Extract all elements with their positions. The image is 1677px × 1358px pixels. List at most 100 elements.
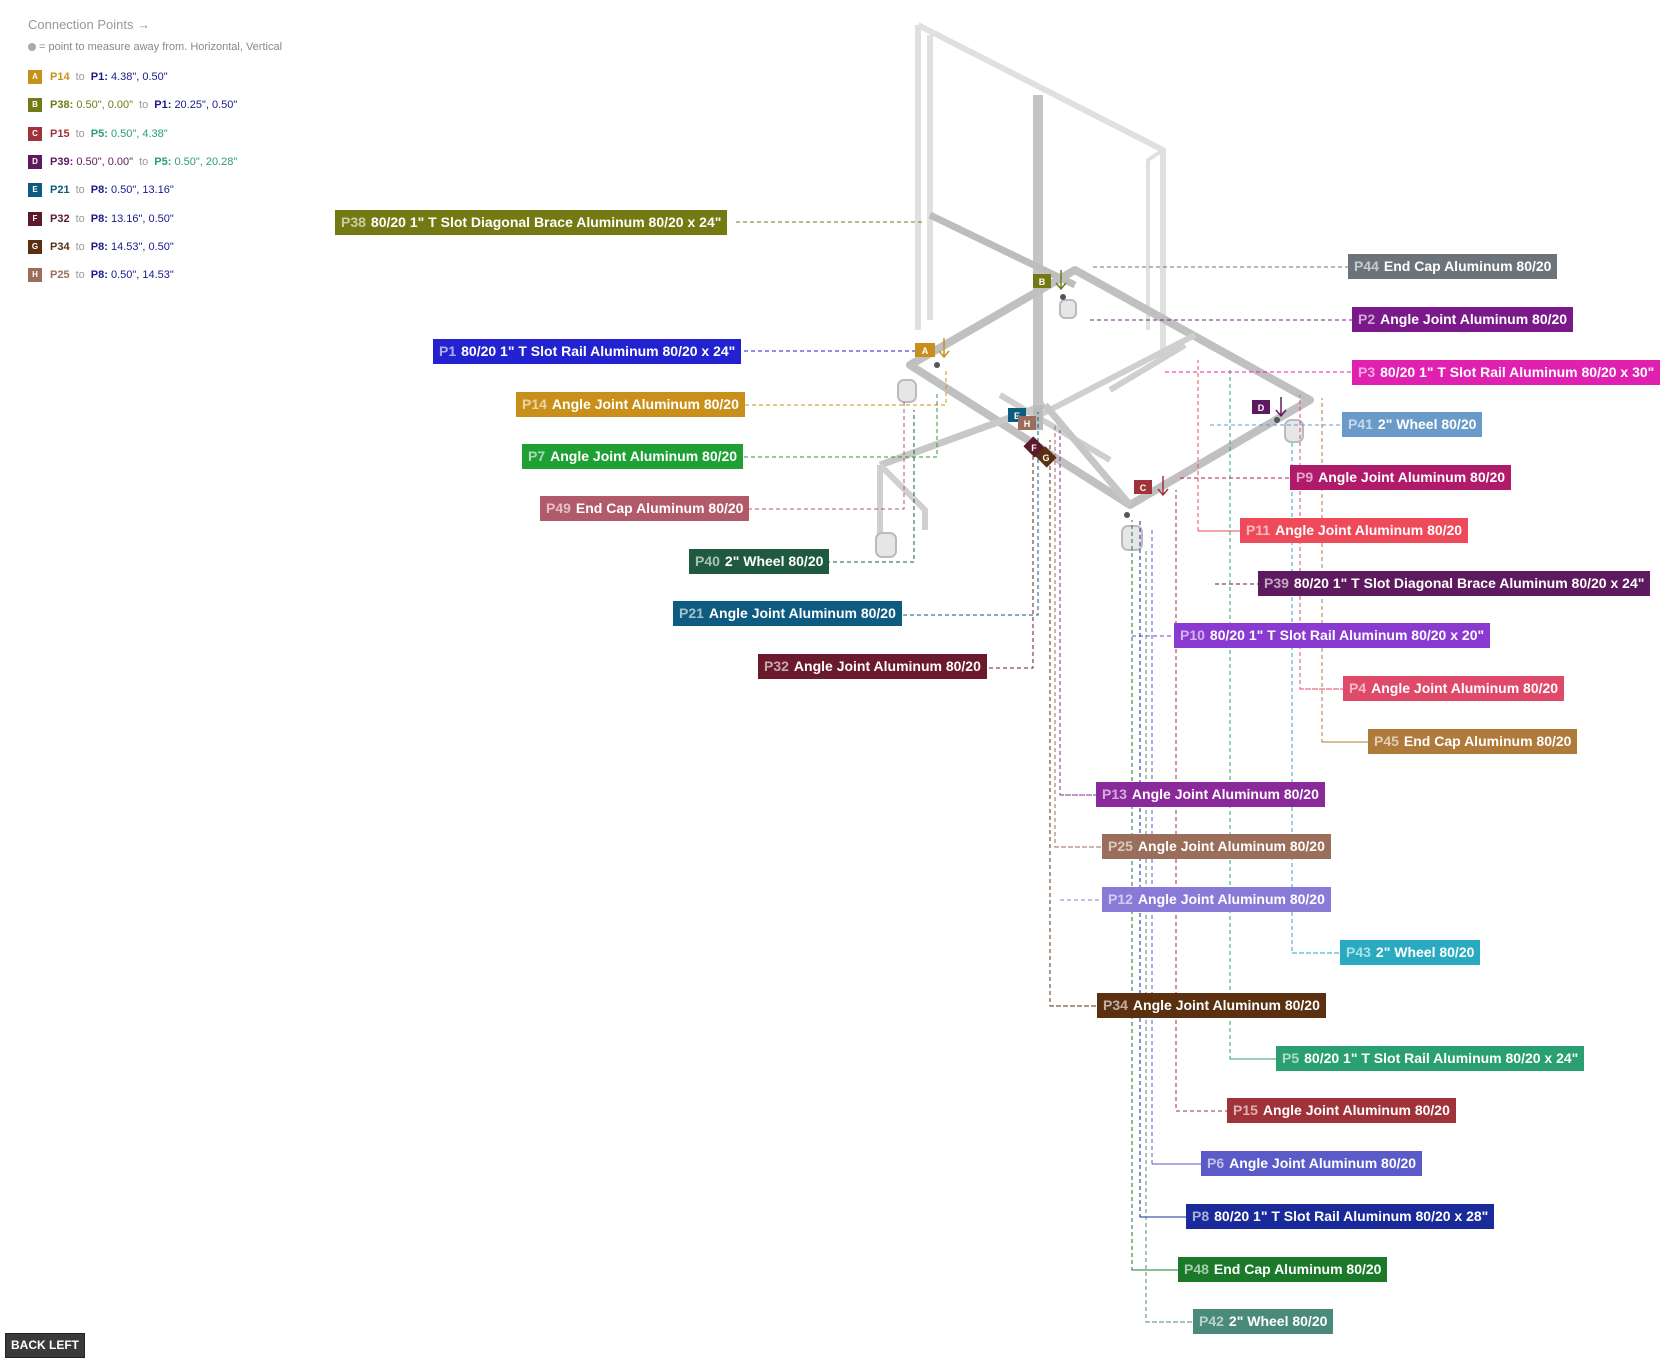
part-id: P6 [1207,1155,1225,1171]
leader-p7 [744,392,938,458]
part-id: P8 [1192,1208,1210,1224]
leader-p21 [903,412,1039,616]
connection-to: P1: [154,99,172,112]
marker-c-letter: C [1140,483,1147,493]
part-name: Angle Joint Aluminum 80/20 [1131,786,1319,802]
part-id: P45 [1374,733,1399,749]
marker-e-letter: E [1014,411,1020,421]
part-id: P38 [341,214,366,230]
part-name: 80/20 1" T Slot Rail Aluminum 80/20 x 24… [461,343,736,359]
diagonal-brace-p38 [928,211,1077,289]
leader-p45 [1321,398,1368,743]
part-id: P14 [522,396,547,412]
part-name: Angle Joint Aluminum 80/20 [1137,838,1325,854]
point-dot-icon [28,43,36,51]
part-name: End Cap Aluminum 80/20 [1383,258,1552,274]
connection-to-value: 13.16", 0.50" [110,212,174,225]
connection-to-word: to [75,212,85,225]
part-name: End Cap Aluminum 80/20 [1403,733,1572,749]
connection-from: P15 [50,127,70,140]
connection-to: P8: [90,240,108,253]
leader-p40 [826,410,915,563]
connection-to-word: to [75,184,85,197]
part-name: Angle Joint Aluminum 80/20 [793,658,981,674]
connection-to-word: to [139,99,149,112]
connection-to-word: to [75,71,85,83]
part-name: Angle Joint Aluminum 80/20 [1262,1102,1450,1118]
leader-p25 [1054,425,1102,848]
connection-to-value: 0.50", 20.28" [174,155,238,168]
marker-b: B [1033,270,1067,300]
leader-lines [736,221,1368,1323]
part-id: P43 [1346,944,1371,960]
part-name: 80/20 1" T Slot Rail Aluminum 80/20 x 20… [1209,627,1485,643]
part-id: P15 [1233,1102,1258,1118]
part-name: Angle Joint Aluminum 80/20 [1229,1155,1417,1171]
part-name: Angle Joint Aluminum 80/20 [1275,522,1463,538]
leader-p5 [1229,370,1276,1060]
cart-frame-illustration [875,22,1314,558]
leader-p42 [1145,550,1193,1323]
part-id: P21 [679,605,704,621]
connection-to-value: 0.50", 4.38" [110,127,168,140]
connection-from: P38: [50,99,74,112]
upright-inner-rail [1146,148,1165,330]
part-name: Angle Joint Aluminum 80/20 [708,605,896,621]
wheel-p43 [1059,299,1077,319]
back-left-button[interactable]: BACK LEFT [5,1333,85,1358]
connection-badge: B [28,98,42,113]
leader-p11 [1197,360,1240,532]
part-id: P12 [1108,891,1133,907]
connection-points-note: = point to measure away from. Horizontal… [28,41,282,53]
marker-c: C [1124,476,1169,518]
front-rail [1042,402,1133,508]
marker-a: A [915,338,950,368]
part-name: End Cap Aluminum 80/20 [1213,1261,1382,1277]
marker-a-letter: A [922,346,929,356]
connection-badge: H [28,268,42,283]
leader-p49 [748,400,905,510]
end-bracket-left [877,462,928,535]
connection-badge: C [28,126,42,141]
marker-d: D [1252,397,1287,423]
part-name: 2" Wheel 80/20 [1375,944,1475,960]
part-name: 80/20 1" T Slot Diagonal Brace Aluminum … [370,214,722,230]
connection-to: P8: [90,269,108,282]
